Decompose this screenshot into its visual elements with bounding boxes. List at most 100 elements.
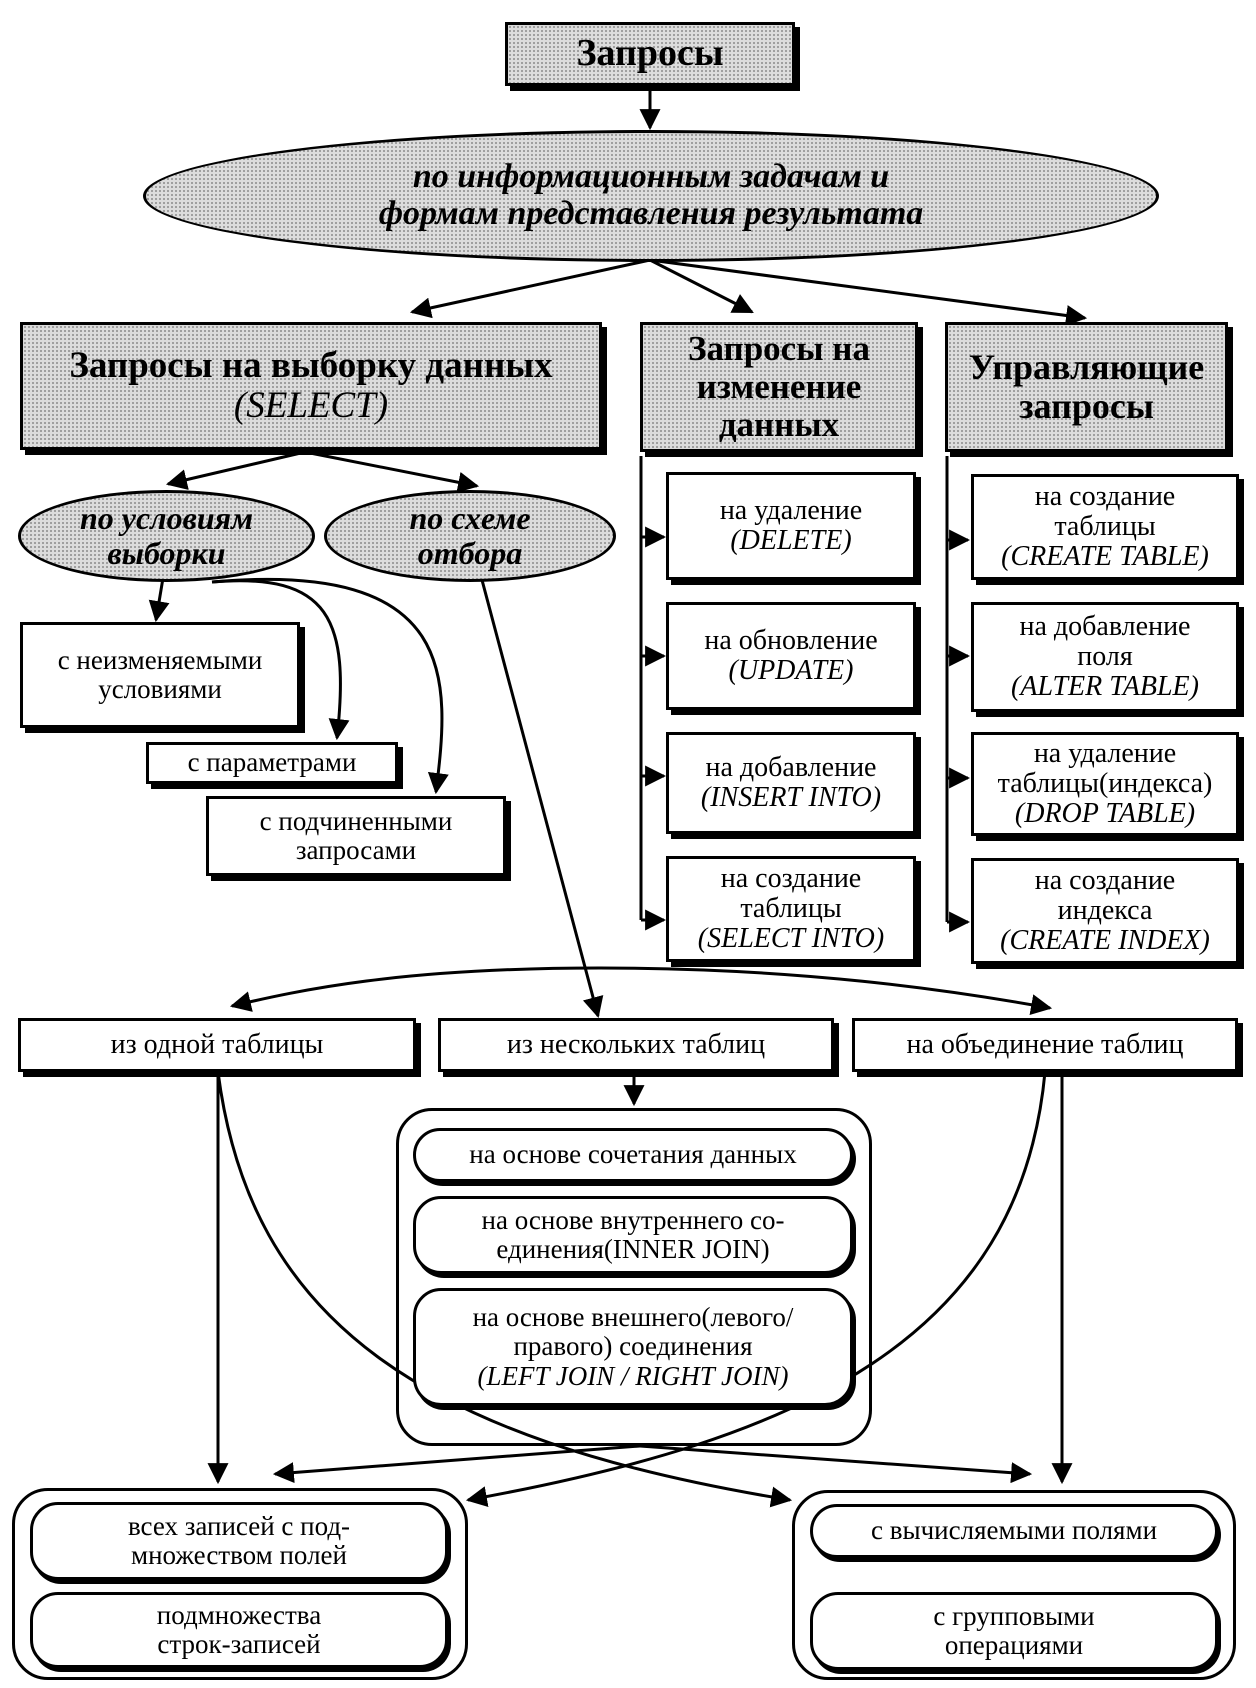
select-queries-box: Запросы на выборку данных (SELECT) [20, 322, 602, 450]
insert-box: на добавление (INSERT INTO) [666, 732, 916, 834]
subqueries-line-2: запросами [295, 835, 417, 865]
by-conditions-line-2: выборки [107, 535, 226, 571]
by-scheme-ellipse: по схеме отбора [324, 490, 616, 582]
control-line-2: запросы [1019, 386, 1154, 426]
results-right-group [792, 1490, 1236, 1680]
outer-join-line-1: на основе внешнего(левого/ [472, 1302, 794, 1333]
insert-line-2: (INSERT INTO) [700, 782, 882, 813]
multi-tables-box: из нескольких таблиц [438, 1018, 834, 1072]
multi-tables-label: из нескольких таблиц [506, 1028, 766, 1060]
arrow-to-control [649, 258, 1088, 326]
subqueries-line-1: с подчиненными [259, 805, 453, 836]
fan-table-sources [229, 966, 601, 1012]
change-line-1: Запросы на [688, 329, 870, 369]
outer-join-line-2: правого) соединения [513, 1331, 753, 1362]
group-operations-line-1: с групповыми [933, 1600, 1095, 1631]
arrow-to-by-conditions [165, 450, 306, 490]
create-table-line-2: таблицы [1054, 510, 1156, 542]
row-subset-line-2: строк-записей [157, 1629, 321, 1659]
row-subset-pill: подмножества строк-записей [30, 1592, 448, 1668]
arrow-one-to-right [216, 1071, 793, 1508]
change-line-3: данных [718, 404, 840, 444]
by-conditions-line-1: по условиям [79, 500, 254, 537]
union-tables-label: на объединение таблиц [906, 1028, 1184, 1060]
select-into-line-2: таблицы [740, 892, 842, 924]
group-operations-line-2: операциями [944, 1630, 1084, 1660]
arrow-to-by-scheme [304, 450, 480, 493]
control-queries-box: Управляющие запросы [945, 322, 1228, 452]
results-left-group [12, 1488, 468, 1680]
select-line-2: (SELECT) [233, 385, 389, 426]
calculated-fields-label: с вычисляемыми полями [870, 1515, 1158, 1546]
by-scheme-line-1: по схеме [409, 500, 531, 537]
root-node: Запросы [505, 22, 795, 86]
create-index-line-1: на создание [1034, 864, 1176, 896]
subqueries-box: с подчиненными запросами [206, 796, 506, 876]
update-line-1: на обновление [704, 624, 878, 656]
select-into-line-3: (SELECT INTO) [697, 923, 885, 955]
create-index-box: на создание индекса (CREATE INDEX) [971, 858, 1239, 964]
alter-table-box: на добавление поля (ALTER TABLE) [971, 602, 1239, 712]
one-table-label: из одной таблицы [110, 1028, 324, 1060]
inner-join-line-2: единения(INNER JOIN) [496, 1234, 770, 1264]
create-table-box: на создание таблицы (CREATE TABLE) [971, 474, 1239, 580]
inner-join-pill: на основе внутреннего со- единения(INNER… [413, 1196, 853, 1274]
inner-join-line-1: на основе внутреннего со- [481, 1204, 785, 1235]
row-subset-line-1: подмножества [156, 1599, 322, 1630]
control-line-1: Управляющие [968, 347, 1205, 388]
arrow-joins-to-right [639, 1444, 1033, 1484]
by-scheme-line-2: отбора [417, 535, 523, 571]
select-line-1: Запросы на выборку данных [69, 345, 553, 387]
drop-table-box: на удаление таблицы(индекса) (DROP TABLE… [971, 732, 1239, 836]
arrow-to-subqueries [211, 577, 449, 795]
unchanged-line-2: условиями [98, 674, 222, 704]
one-table-box: из одной таблицы [18, 1018, 416, 1072]
alter-table-line-2: поля [1077, 640, 1133, 672]
update-line-2: (UPDATE) [728, 655, 854, 686]
arrow-to-params [211, 579, 350, 741]
arrow-scheme-down [480, 579, 604, 1019]
insert-line-1: на добавление [705, 751, 877, 783]
delete-line-2: (DELETE) [730, 525, 852, 556]
parameters-label: с параметрами [187, 747, 357, 778]
select-into-line-1: на создание [720, 862, 862, 894]
all-records-line-2: множеством полей [131, 1540, 347, 1570]
root-title: Запросы [576, 32, 724, 75]
select-into-box: на создание таблицы (SELECT INTO) [666, 856, 916, 962]
drop-table-line-1: на удаление [1033, 737, 1177, 769]
join-types-group [396, 1108, 872, 1446]
create-table-line-1: на создание [1034, 480, 1176, 512]
calculated-fields-pill: с вычисляемыми полями [810, 1504, 1218, 1558]
create-index-line-3: (CREATE INDEX) [1000, 925, 1210, 957]
arrow-joins-to-left [272, 1444, 641, 1484]
arrow-to-unchanged [148, 577, 170, 623]
outer-join-line-3: (LEFT JOIN / RIGHT JOIN) [477, 1360, 789, 1391]
alter-table-line-1: на добавление [1019, 610, 1191, 642]
join-combination-pill: на основе сочетания данных [413, 1128, 853, 1182]
by-conditions-ellipse: по условиям выборки [18, 490, 315, 582]
update-box: на обновление (UPDATE) [666, 602, 916, 710]
change-queries-box: Запросы на изменение данных [640, 322, 918, 452]
drop-table-line-3: (DROP TABLE) [1014, 798, 1196, 830]
change-line-2: изменение [696, 367, 862, 407]
arrow-to-select [409, 258, 651, 319]
unchanged-line-1: с неизменяемыми [57, 644, 263, 675]
criterion-ellipse: по информационным задачам и формам предс… [143, 130, 1159, 262]
create-index-line-2: индекса [1057, 894, 1153, 926]
unchanged-conditions-box: с неизменяемыми условиями [20, 622, 300, 728]
union-tables-box: на объединение таблиц [852, 1018, 1238, 1072]
group-operations-pill: с групповыми операциями [810, 1592, 1218, 1670]
criterion-line-1: по информационным задачам и [412, 158, 890, 196]
parameters-box: с параметрами [146, 742, 398, 784]
fan-table-sources-right [599, 966, 1053, 1015]
criterion-line-2: формам представления результата [378, 195, 924, 232]
drop-table-line-2: таблицы(индекса) [997, 767, 1213, 799]
create-table-line-3: (CREATE TABLE) [1001, 541, 1209, 573]
outer-join-pill: на основе внешнего(левого/ правого) соед… [413, 1288, 853, 1406]
all-records-pill: всех записей с под- множеством полей [30, 1502, 448, 1580]
arrow-to-change [649, 258, 754, 314]
alter-table-line-3: (ALTER TABLE) [1011, 671, 1199, 703]
join-combination-label: на основе сочетания данных [469, 1139, 797, 1170]
delete-box: на удаление (DELETE) [666, 472, 916, 580]
